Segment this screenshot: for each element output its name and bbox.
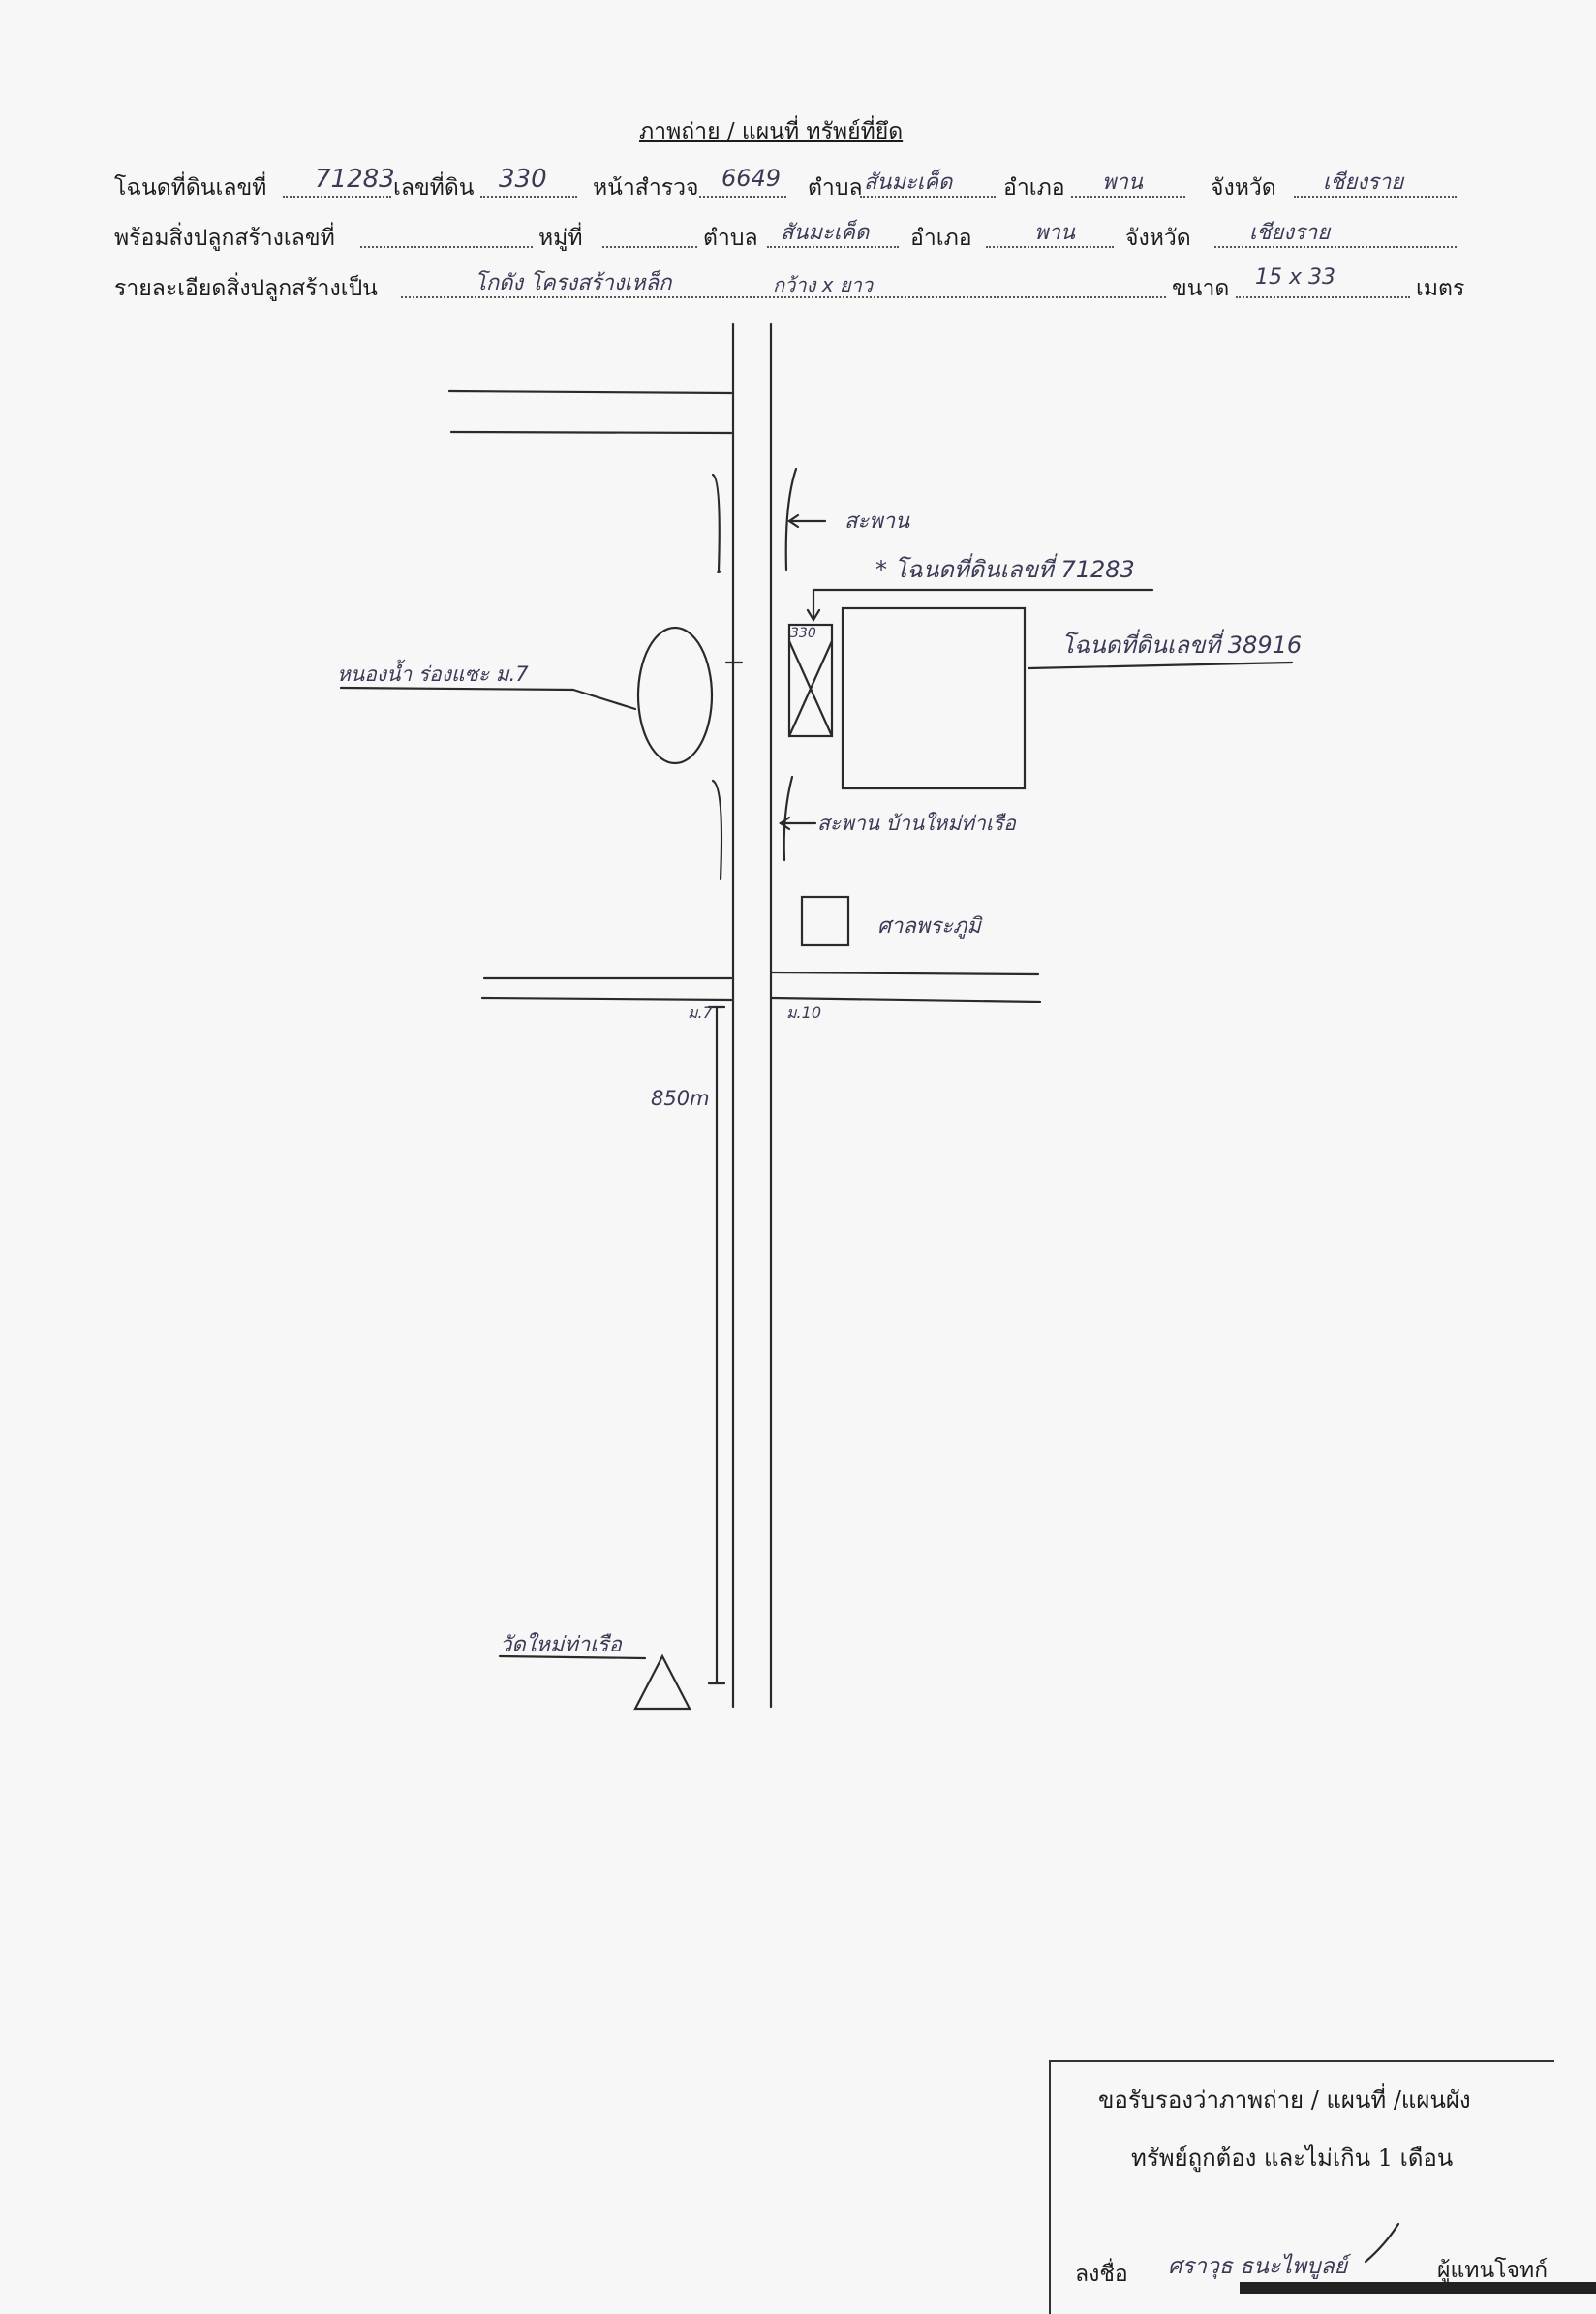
province-line-1	[1294, 196, 1457, 198]
moo-line	[602, 246, 697, 248]
land-no-value: 330	[499, 165, 547, 194]
survey-line	[699, 196, 786, 198]
moo7-label: ม.7	[688, 1003, 713, 1022]
moo10-label: ม.10	[786, 1003, 821, 1022]
bridge-top-label: สะพาน	[844, 509, 910, 534]
province-value-1: เชียงราย	[1323, 170, 1404, 195]
bridge-top-left-mark	[711, 473, 722, 574]
shrine-box	[800, 895, 850, 947]
cross-road-left-lower	[480, 996, 733, 1002]
unit-label: เมตร	[1416, 276, 1465, 301]
amphoe-label-1: อำเภอ	[1003, 175, 1065, 201]
amphoe-value-2: พาน	[1034, 221, 1075, 245]
certification-line1: ขอรับรองว่าภาพถ่าย / แผนที่ /แผนผัง	[1098, 2086, 1471, 2113]
sign-label: ลงชื่อ	[1075, 2262, 1128, 2287]
land-no-line	[480, 196, 577, 198]
signer-role: ผู้แทนโจทก์	[1437, 2258, 1549, 2283]
tambon-label-2: ตำบล	[703, 226, 758, 251]
temple-label: วัดใหม่ท่าเรือ	[500, 1633, 622, 1657]
distance-label: 850m	[651, 1087, 710, 1110]
moo-label: หมู่ที่	[538, 226, 583, 251]
amphoe-label-2: อำเภอ	[910, 226, 972, 251]
temple-label-underline	[498, 1654, 647, 1660]
province-label-1: จังหวัด	[1211, 175, 1276, 201]
detail-line	[401, 296, 1166, 298]
pond-shape	[636, 626, 714, 765]
bridge-bottom-left-mark	[711, 779, 723, 881]
cross-road-right-lower	[770, 996, 1042, 1003]
shrine-label: ศาลพระภูมิ	[877, 914, 981, 939]
parcel-330-box	[787, 623, 834, 738]
side-road-top-lower	[449, 430, 733, 435]
deed-no-value: 71283	[315, 165, 395, 194]
bridge-bottom-right-mark	[783, 775, 794, 862]
pond-label-underline	[339, 686, 575, 692]
dims-word: กว้าง x ยาว	[773, 273, 874, 296]
parcel-330-label: 330	[790, 626, 816, 641]
document-title: ภาพถ่าย / แผนที่ ทรัพย์ที่ยึด	[639, 119, 904, 144]
temple-triangle	[633, 1653, 691, 1711]
certification-box	[1049, 2060, 1554, 2314]
parcel-38916-underline	[1027, 661, 1294, 670]
building-no-line	[360, 246, 533, 248]
deed-label: โฉนดที่ดินเลขที่	[114, 175, 267, 201]
certification-line2: ทรัพย์ถูกต้อง และไม่เกิน 1 เดือน	[1131, 2144, 1454, 2172]
amphoe-line-2	[986, 246, 1114, 248]
tambon-line-1	[860, 196, 996, 198]
survey-value: 6649	[721, 165, 782, 192]
size-line	[1236, 296, 1410, 298]
bridge-top-right-mark	[784, 467, 798, 571]
building-label: พร้อมสิ่งปลูกสร้างเลขที่	[114, 226, 335, 251]
province-label-2: จังหวัด	[1125, 226, 1191, 251]
cross-road-right-upper	[770, 971, 1040, 976]
size-label: ขนาด	[1172, 276, 1230, 301]
parcel-38916-box	[841, 606, 1027, 790]
province-line-2	[1214, 246, 1457, 248]
tambon-label-1: ตำบล	[808, 175, 863, 201]
province-value-2: เชียงราย	[1249, 221, 1331, 245]
survey-label: หน้าสำรวจ	[593, 175, 699, 201]
bridge-bottom-label: สะพาน บ้านใหม่ท่าเรือ	[817, 812, 1016, 835]
size-value: 15 x 33	[1255, 265, 1335, 290]
tambon-value-1: สันมะเค็ด	[864, 170, 953, 195]
signature-flourish	[1364, 2222, 1400, 2264]
deed-right-label: โฉนดที่ดินเลขที่ 38916	[1061, 632, 1303, 659]
land-no-label: เลขที่ดิน	[393, 175, 475, 201]
pond-pointer	[571, 688, 637, 711]
deed-note-label: * โฉนดที่ดินเลขที่ 71283	[875, 556, 1135, 583]
detail-label: รายละเอียดสิ่งปลูกสร้างเป็น	[114, 276, 378, 301]
tambon-value-2: สันมะเค็ด	[781, 221, 870, 245]
pond-label: หนองน้ำ ร่องแซะ ม.7	[337, 663, 529, 686]
scan-edge-bar	[1240, 2282, 1596, 2294]
side-road-top-upper	[447, 389, 733, 395]
amphoe-value-1: พาน	[1102, 170, 1143, 195]
tambon-line-2	[767, 246, 899, 248]
signer-name: ศราวุธ ธนะไพบูลย์	[1168, 2254, 1348, 2279]
deed-no-line	[283, 196, 391, 198]
amphoe-line-1	[1071, 196, 1185, 198]
detail-value: โกดัง โครงสร้างเหล็ก	[475, 271, 672, 295]
